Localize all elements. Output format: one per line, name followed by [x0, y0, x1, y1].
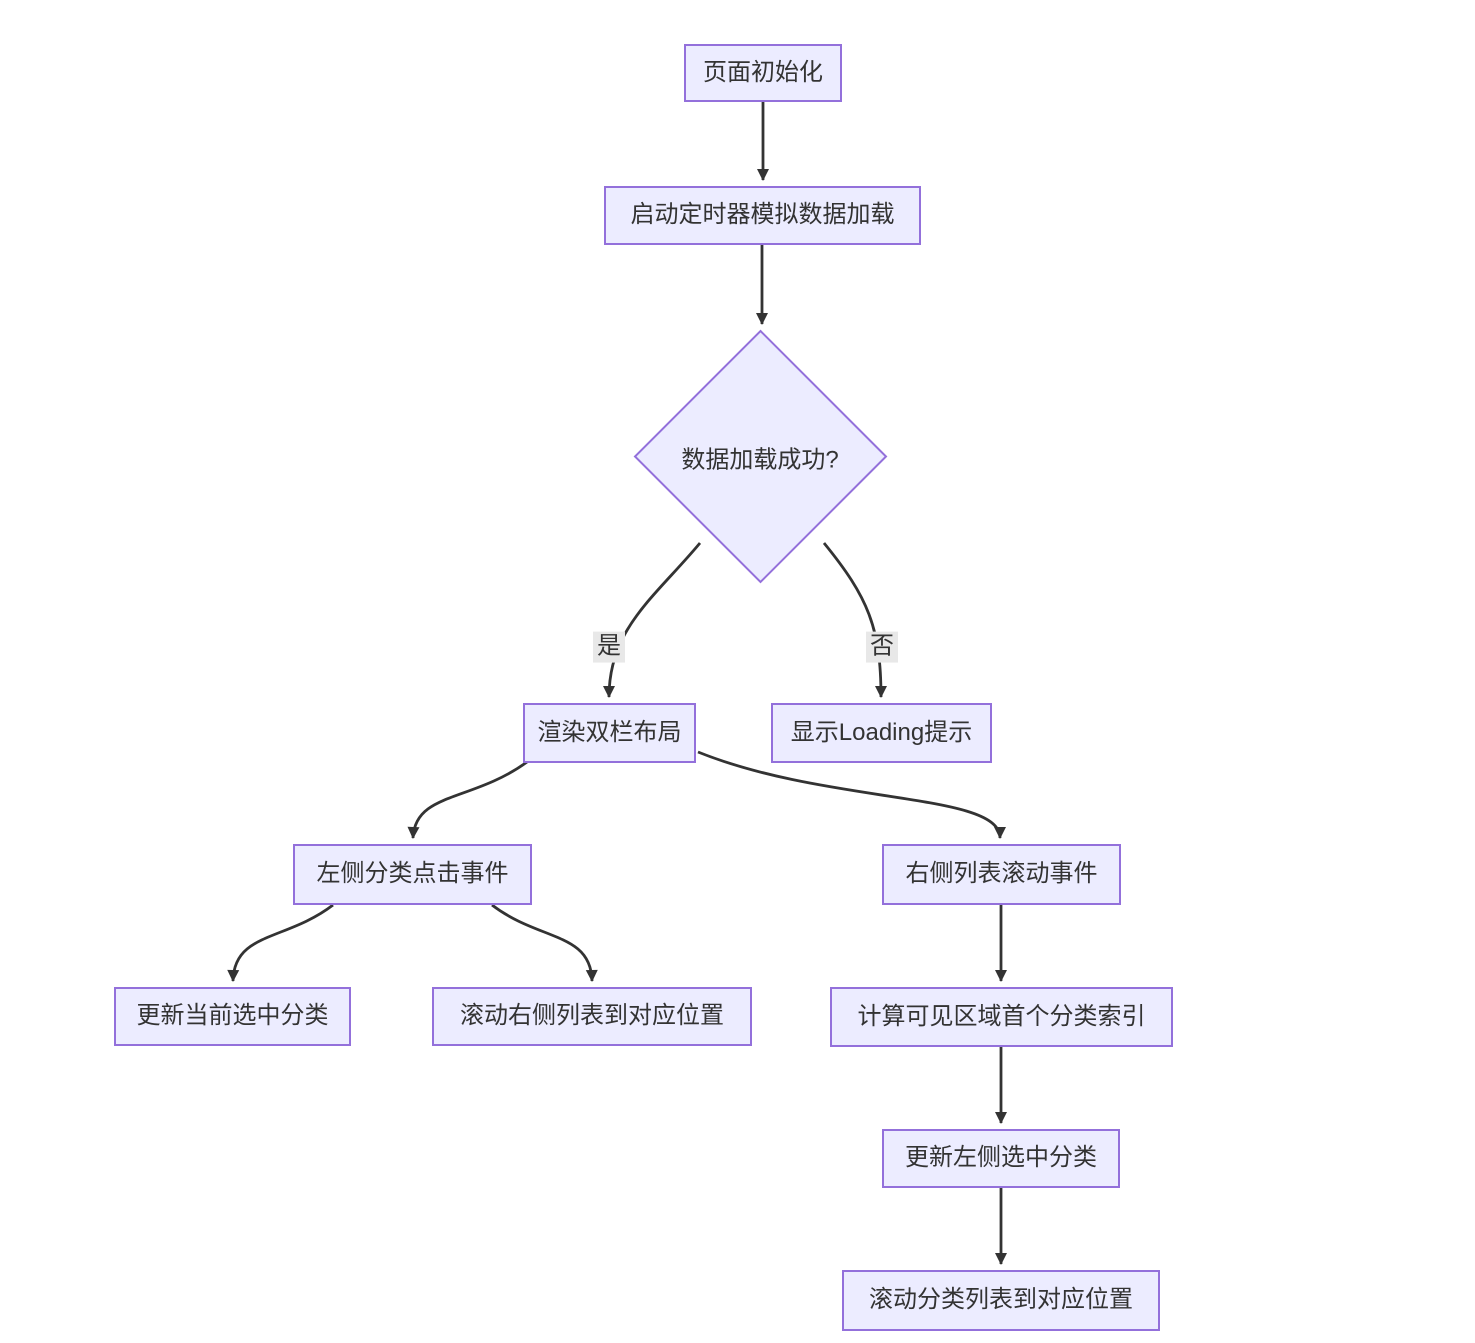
node-right-list-scroll: 右侧列表滚动事件 — [882, 844, 1121, 905]
edge-render-to-rightscroll — [697, 750, 1006, 839]
node-update-left-selected: 更新左侧选中分类 — [882, 1129, 1120, 1188]
edge-render-to-leftclick — [407, 760, 528, 839]
node-left-category-click: 左侧分类点击事件 — [293, 844, 532, 905]
node-update-current-category: 更新当前选中分类 — [114, 987, 351, 1046]
edge-leftclick-to-scrollright — [491, 903, 598, 982]
node-compute-first-visible-index: 计算可见区域首个分类索引 — [830, 987, 1173, 1047]
node-page-init: 页面初始化 — [684, 44, 842, 102]
node-scroll-category-list: 滚动分类列表到对应位置 — [842, 1270, 1160, 1331]
node-show-loading: 显示Loading提示 — [771, 703, 992, 763]
edge-decision-no — [822, 542, 887, 698]
node-render-two-column: 渲染双栏布局 — [523, 703, 696, 763]
edge-label-no: 否 — [866, 631, 898, 663]
node-start-timer: 启动定时器模拟数据加载 — [604, 186, 921, 245]
edge-leftclick-to-update — [227, 903, 334, 982]
decision-diamond-shape — [633, 329, 888, 584]
edge-label-yes: 是 — [593, 631, 625, 663]
node-scroll-right-list: 滚动右侧列表到对应位置 — [432, 987, 752, 1046]
edge-decision-yes — [603, 542, 702, 698]
decision-label: 数据加载成功? — [681, 446, 839, 474]
